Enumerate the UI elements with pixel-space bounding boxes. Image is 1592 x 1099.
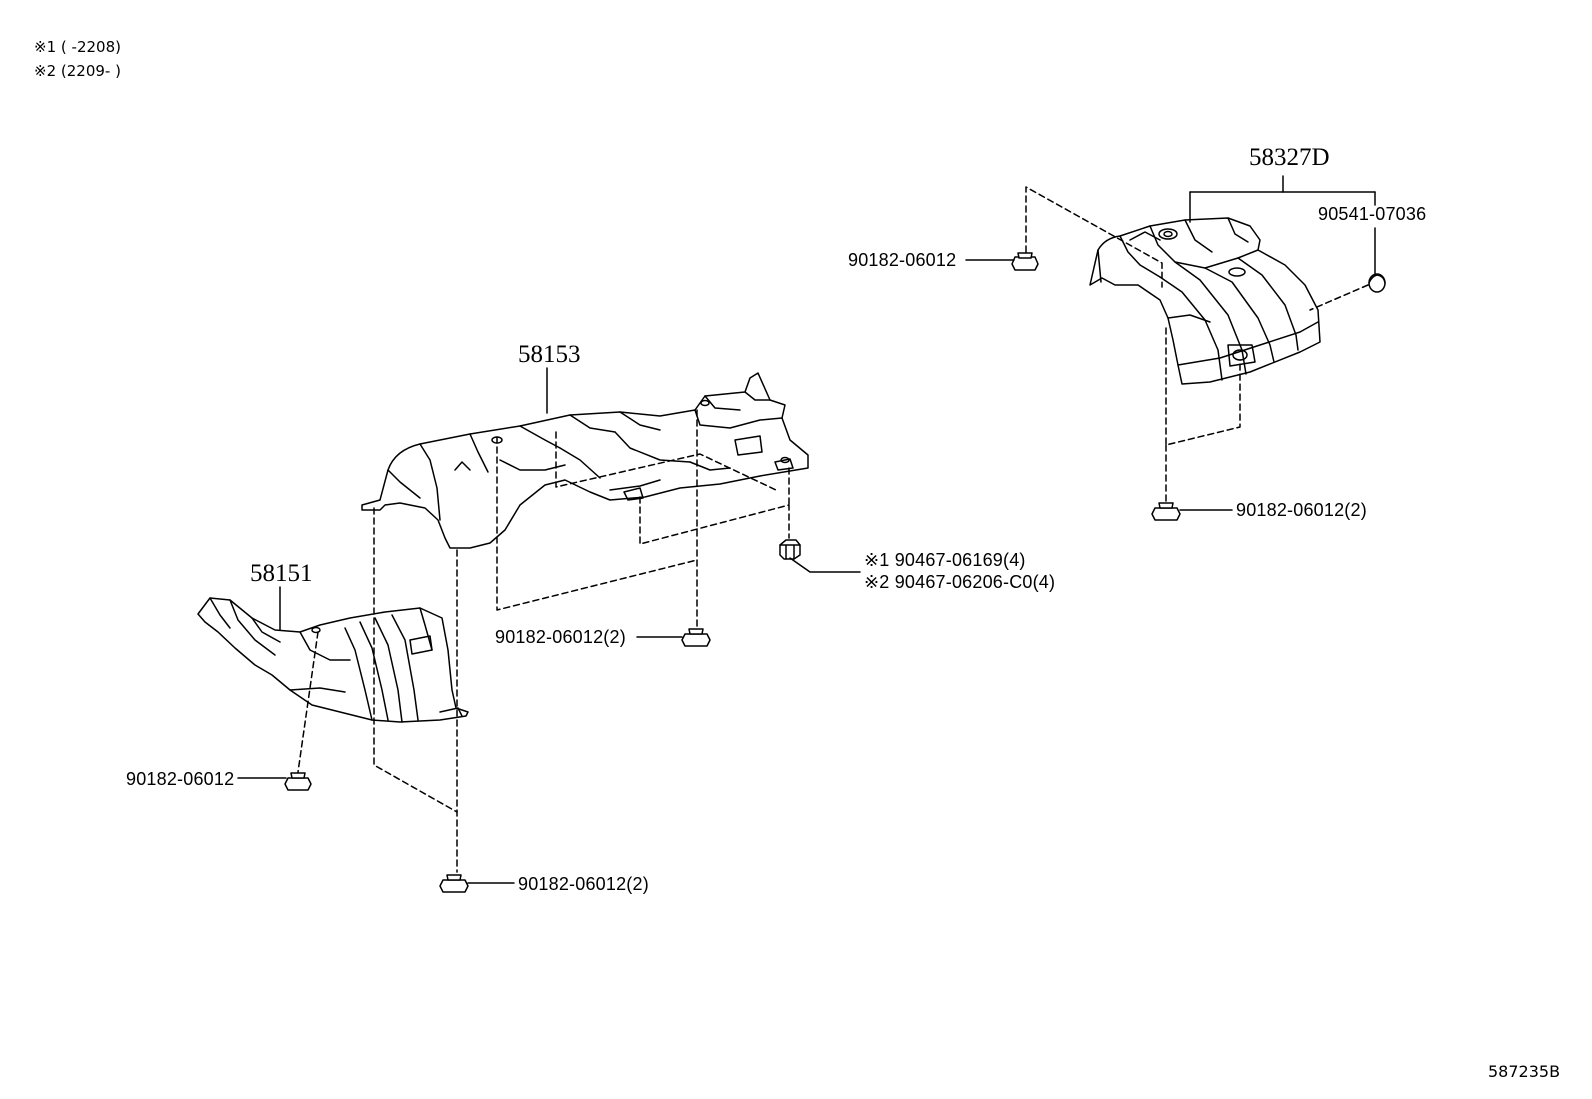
clip-90182-top[interactable] — [1011, 252, 1039, 271]
clip-90182-left[interactable] — [284, 772, 312, 791]
legend-mark-1: ※1 — [34, 38, 57, 56]
legend-range-2: (2209- ) — [60, 62, 121, 80]
part-label-clip-top: 90182-06012 — [848, 250, 957, 270]
part-label-nut-note-2: ※2 90467-06206-C0(4) — [864, 572, 1056, 592]
clip-90182-middle[interactable] — [681, 628, 711, 647]
part-label-90541-07036: 90541-07036 — [1318, 204, 1427, 224]
installation-dashed-lines — [297, 186, 1369, 873]
part-label-clip-middle: 90182-06012(2) — [495, 627, 626, 647]
part-label-nut-note-1: ※1 90467-06169(4) — [864, 550, 1026, 570]
nut-90467[interactable] — [779, 539, 801, 560]
legend-range-1: ( -2208) — [60, 38, 121, 56]
legend-line-1: ※1 ( -2208) — [34, 40, 121, 55]
heat-insulator-58327d[interactable] — [1089, 217, 1321, 385]
clip-90182-right-bottom[interactable] — [1151, 502, 1181, 521]
heat-insulator-58151[interactable] — [197, 597, 469, 723]
heat-insulator-58153[interactable] — [361, 372, 809, 549]
clip-90182-bottom[interactable] — [439, 874, 469, 893]
part-label-clip-right-bottom: 90182-06012(2) — [1236, 500, 1367, 520]
part-label-clip-bottom: 90182-06012(2) — [518, 874, 649, 894]
part-label-58151: 58151 — [250, 560, 313, 587]
leader-lines — [237, 175, 1376, 884]
legend-mark-2: ※2 — [34, 62, 57, 80]
nut-90541[interactable] — [1368, 273, 1386, 293]
part-label-clip-left: 90182-06012 — [126, 769, 235, 789]
diagram-id: 587235B — [1488, 1062, 1561, 1081]
legend-line-2: ※2 (2209- ) — [34, 64, 121, 79]
part-label-58153: 58153 — [518, 341, 581, 368]
part-label-58327d: 58327D — [1249, 144, 1330, 171]
